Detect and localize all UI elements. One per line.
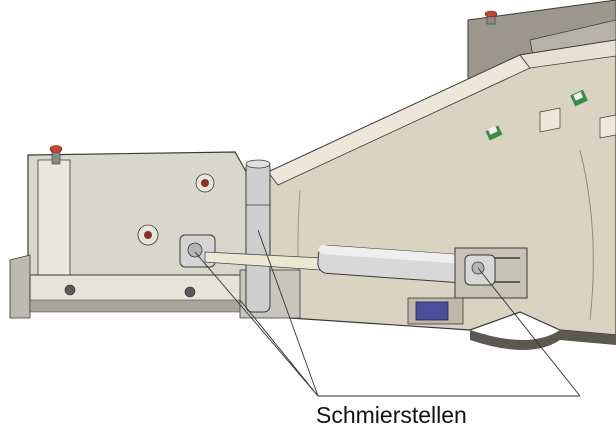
callout-label-lubrication-points: Schmierstellen <box>316 402 467 428</box>
hinge <box>245 159 271 313</box>
rod-clevis-right <box>454 247 528 299</box>
grease-cap-left <box>49 145 63 165</box>
leader-line-clevis-right <box>477 267 581 397</box>
hydraulic-cylinder <box>204 244 469 284</box>
callout-leaders <box>194 229 581 397</box>
leader-line-hinge <box>257 229 319 397</box>
junction-box <box>407 297 464 325</box>
grease-cap-top <box>484 10 498 25</box>
leader-line-base <box>239 299 319 397</box>
leader-line-clevis-left <box>194 251 319 397</box>
